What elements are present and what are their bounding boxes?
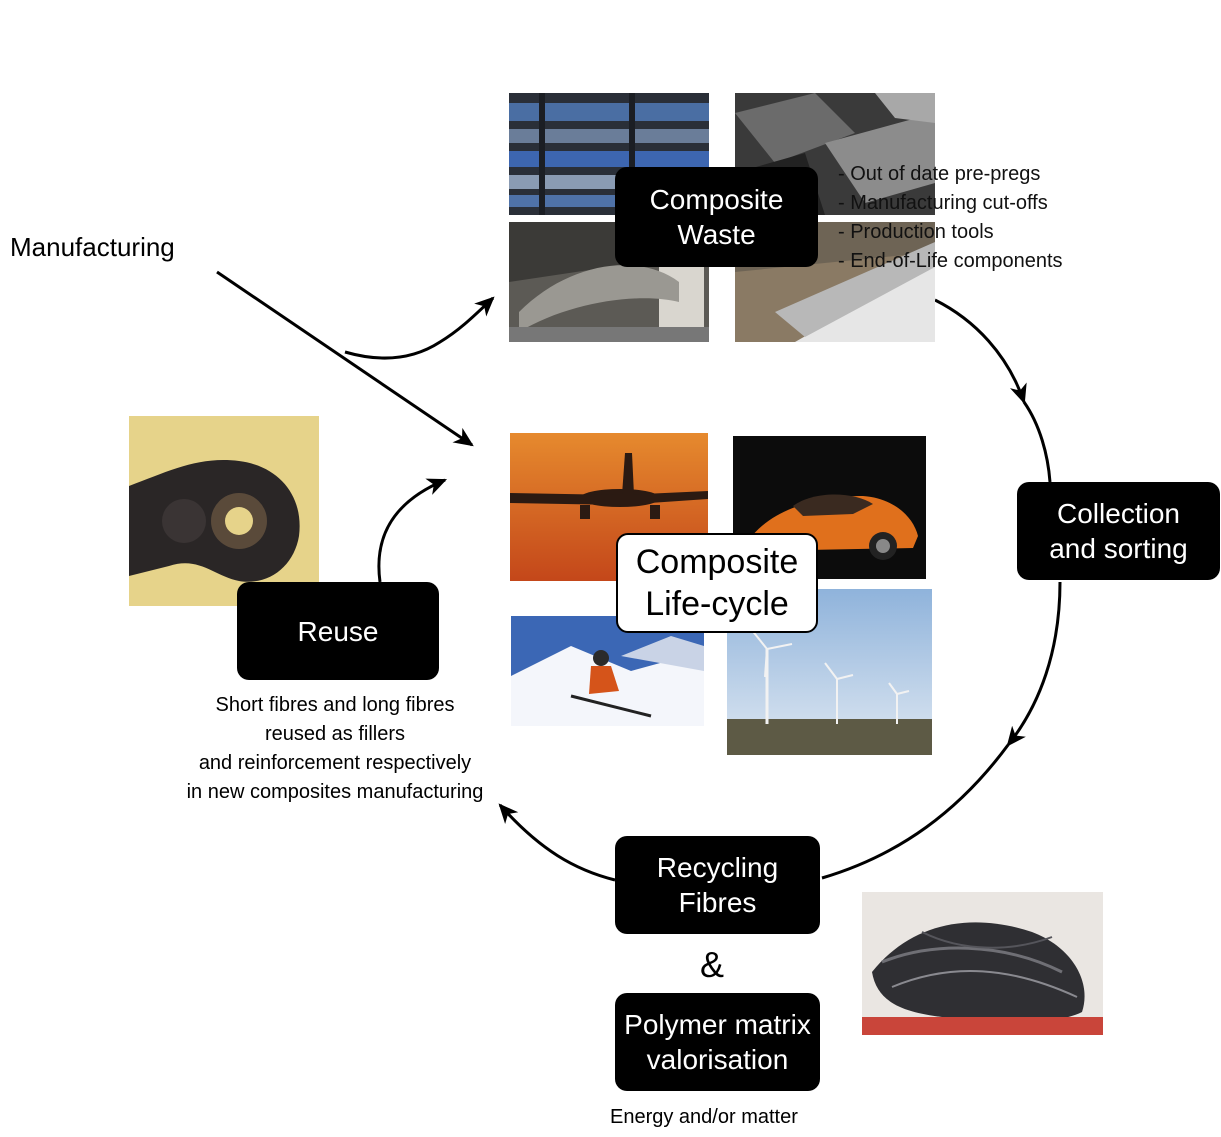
polymer-line2: valorisation bbox=[646, 1044, 789, 1075]
lifecycle-line2: Life-cycle bbox=[645, 585, 789, 623]
reuse-description: Short fibres and long fibres reused as f… bbox=[150, 691, 520, 807]
waste-photo-hangar bbox=[509, 222, 709, 342]
recycling-to-reuse-arrow bbox=[498, 803, 616, 882]
polymer-line1: Polymer matrix bbox=[624, 1009, 811, 1040]
waste-item: - Manufacturing cut-offs bbox=[838, 192, 1048, 214]
manufacturing-label: Manufacturing bbox=[10, 232, 175, 262]
manufacturing-to-waste-arrow bbox=[344, 296, 495, 360]
reuse-description-line: Short fibres and long fibres bbox=[215, 694, 455, 716]
reuse-to-lifecycle-arrow bbox=[377, 478, 448, 583]
waste-item: - End-of-Life components bbox=[838, 250, 1063, 272]
waste-to-collection-arrow bbox=[934, 298, 1027, 405]
energy-matter-label: Energy and/or matter bbox=[610, 1106, 798, 1128]
recycling-line1: Recycling bbox=[656, 852, 779, 883]
manufacturing-to-lifecycle-arrow bbox=[216, 270, 474, 447]
lifecycle-line1: Composite bbox=[635, 542, 799, 581]
composite-waste-box: Composite Waste bbox=[615, 167, 818, 267]
collection-to-recycling-arrow bbox=[1006, 581, 1062, 747]
composite-waste-line1: Composite bbox=[649, 184, 784, 215]
composite-lifecycle-box: Composite Life-cycle bbox=[616, 533, 818, 633]
waste-item: - Out of date pre-pregs bbox=[838, 163, 1041, 185]
collection-line2: and sorting bbox=[1049, 533, 1188, 564]
recycling-fibres-box: Recycling Fibres bbox=[615, 836, 820, 934]
recycling-line2: Fibres bbox=[678, 887, 757, 918]
wrench-photo bbox=[129, 416, 319, 606]
collection-sorting-box: Collection and sorting bbox=[1017, 482, 1220, 580]
reuse-description-line: in new composites manufacturing bbox=[186, 781, 484, 803]
composite-waste-line2: Waste bbox=[677, 219, 756, 250]
waste-items-list: - Out of date pre-pregs - Manufacturing … bbox=[838, 160, 1063, 276]
collection-line1: Collection bbox=[1057, 498, 1180, 529]
waste-item: - Production tools bbox=[838, 221, 994, 243]
skier-photo bbox=[511, 616, 704, 726]
recycled-fibres-photo bbox=[862, 892, 1103, 1035]
ampersand-label: & bbox=[700, 944, 725, 985]
reuse-box: Reuse bbox=[237, 582, 439, 680]
reuse-label: Reuse bbox=[297, 615, 379, 647]
polymer-matrix-box: Polymer matrix valorisation bbox=[615, 993, 820, 1091]
reuse-description-line: reused as fillers bbox=[264, 723, 406, 745]
reuse-description-line: and reinforcement respectively bbox=[198, 752, 472, 774]
